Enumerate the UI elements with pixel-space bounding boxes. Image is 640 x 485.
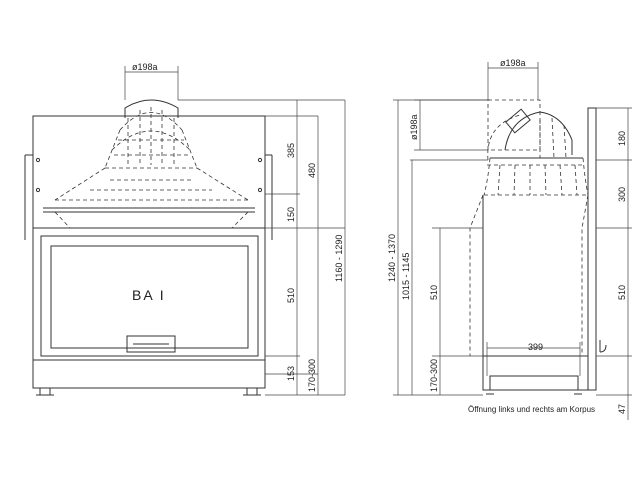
front-dim-385: 385: [286, 143, 296, 158]
front-dim-1160-1290: 1160 - 1290: [334, 235, 344, 282]
side-heat-exchanger: [483, 114, 589, 196]
front-heat-exchanger: [54, 107, 249, 201]
side-dim-180: 180: [617, 131, 627, 146]
front-glass: [50, 245, 249, 349]
side-flue-elbow: [487, 99, 541, 151]
front-flue-diameter-label: ø198a: [132, 62, 158, 72]
front-lower-body: [32, 227, 266, 389]
front-dim-170-300: 170-300: [307, 359, 317, 392]
front-door-frame: [40, 235, 259, 357]
front-foot-right: [246, 387, 258, 396]
front-flue-collar: [124, 99, 179, 118]
front-dim-150: 150: [286, 207, 296, 222]
side-dim-300: 300: [617, 187, 627, 202]
side-flue-diameter-side-label: ø198a: [409, 114, 419, 140]
side-flue-diameter-top-label: ø198a: [500, 58, 526, 68]
side-dim-1015-1145: 1015 - 1145: [401, 253, 411, 300]
side-dim-510: 510: [429, 285, 439, 300]
front-upper-housing: [32, 115, 266, 229]
model-label: BA I: [132, 287, 166, 303]
opening-note: Öffnung links und rechts am Korpus: [468, 405, 595, 414]
side-dim-510-right: 510: [617, 285, 627, 300]
front-foot-left: [39, 387, 51, 396]
front-dim-480: 480: [307, 163, 317, 178]
side-base: [489, 375, 579, 391]
side-body: [482, 195, 589, 391]
side-view: ø198a ø198a: [387, 58, 632, 420]
front-dim-510: 510: [286, 288, 296, 303]
side-dim-47: 47: [617, 404, 627, 414]
door-handle: [126, 335, 176, 353]
front-view: ø198a: [24, 62, 346, 396]
side-back-panel: [587, 107, 597, 391]
side-dim-170-300: 170-300: [429, 359, 439, 392]
side-depth-dim: 399: [528, 342, 543, 352]
side-dim-1240-1370: 1240 - 1370: [387, 234, 397, 282]
side-flue-outlet: [504, 111, 573, 155]
front-dim-153: 153: [286, 366, 296, 381]
